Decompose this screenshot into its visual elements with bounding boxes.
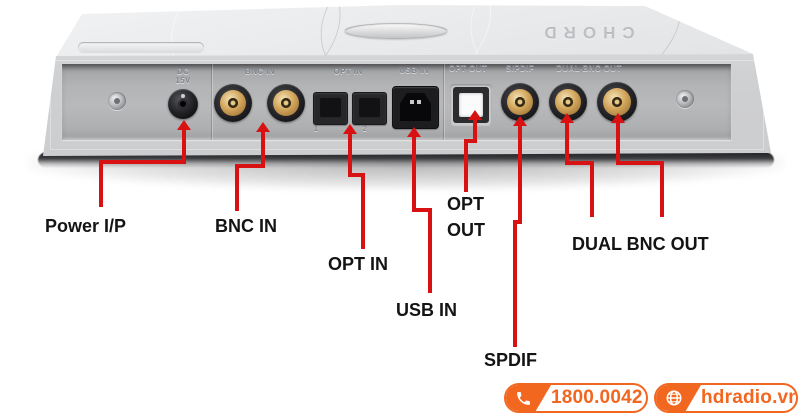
panel-divider bbox=[443, 64, 444, 140]
power-arrow-icon bbox=[177, 120, 191, 130]
left-screw bbox=[108, 92, 126, 110]
power-line bbox=[182, 128, 186, 164]
engraved-brand-logo: CHORD bbox=[537, 23, 635, 42]
optical-in-port-2 bbox=[352, 92, 387, 125]
dual-bnc-out-line bbox=[660, 161, 664, 217]
power-label: Power I/P bbox=[45, 216, 127, 236]
bnc-in-port-1 bbox=[214, 84, 252, 122]
top-pill-recess bbox=[78, 42, 204, 53]
bnc-in-port-2 bbox=[267, 84, 305, 122]
dual-bnc-out-line bbox=[565, 161, 594, 165]
hotline-badge[interactable]: 1800.0042 bbox=[504, 383, 648, 413]
spdif-label: SPDIF bbox=[484, 350, 538, 370]
globe-icon bbox=[656, 385, 701, 411]
dual-bnc-out-line bbox=[616, 121, 620, 165]
opt-out-line bbox=[464, 139, 477, 143]
top-porthole-window bbox=[345, 23, 447, 38]
usb-in-engraving: USB IN bbox=[399, 66, 429, 75]
spdif-bnc-out-port bbox=[501, 83, 539, 121]
opt-out-line bbox=[464, 139, 468, 192]
dual-bnc-out-line bbox=[590, 161, 594, 217]
spdif-line bbox=[513, 220, 517, 347]
bnc-in-engraving: BNC IN bbox=[245, 67, 275, 76]
dc-15v-engraving: DC 15V bbox=[175, 67, 191, 85]
usb-in-line bbox=[412, 135, 416, 212]
hotline-number: 1800.0042 bbox=[551, 387, 643, 408]
usb-in-line bbox=[428, 208, 432, 293]
website-url: hdradio.vn bbox=[701, 387, 798, 408]
opt-in-label: OPT IN bbox=[328, 254, 389, 274]
opt-out-engraving: OPT OUT bbox=[448, 64, 488, 73]
bnc-in-line bbox=[235, 164, 265, 168]
bnc-in-arrow-icon bbox=[256, 122, 270, 132]
spdif-line bbox=[513, 220, 522, 224]
usb-b-in-port bbox=[392, 86, 439, 129]
power-line bbox=[99, 160, 103, 207]
opt-in-1-engraving: 1 bbox=[313, 126, 319, 133]
phone-icon bbox=[506, 385, 551, 411]
opt-in-line bbox=[361, 173, 365, 249]
bnc-in-line bbox=[235, 164, 239, 211]
right-screw bbox=[676, 90, 694, 108]
usb-in-label: USB IN bbox=[396, 300, 458, 320]
opt-in-line bbox=[348, 173, 365, 177]
dual-bnc-out-line bbox=[616, 161, 664, 165]
spdif-line bbox=[518, 124, 522, 224]
dual-bnc-out-port-1 bbox=[549, 83, 587, 121]
opt-in-engraving: OPT IN bbox=[333, 67, 363, 76]
dual-bnc-out-engraving: DUAL BNC OUT bbox=[556, 64, 622, 73]
opt-in-arrow-icon bbox=[343, 124, 357, 134]
spdif-arrow-icon bbox=[513, 116, 527, 126]
bnc-in-label: BNC IN bbox=[215, 216, 277, 236]
optical-in-port-1 bbox=[313, 92, 348, 125]
usb-in-line bbox=[412, 208, 432, 212]
bnc-in-line bbox=[261, 130, 265, 168]
power-line bbox=[99, 160, 186, 164]
dual-bnc-out-label: DUAL BNC OUT bbox=[572, 234, 709, 254]
website-badge[interactable]: hdradio.vn bbox=[654, 383, 798, 413]
opt-out-label: OPT OUT bbox=[447, 194, 485, 240]
dc-power-jack bbox=[168, 89, 198, 119]
opt-out-arrow-icon bbox=[468, 110, 482, 120]
dual-bnc-out-line bbox=[565, 121, 569, 165]
dual-bnc-out-arrow-icon bbox=[611, 113, 625, 123]
opt-in-2-engraving: 2 bbox=[362, 126, 368, 133]
connector-panel: DC 15V BNC IN OPT IN USB IN OPT OUT S/PD… bbox=[62, 64, 731, 140]
opt-in-line bbox=[348, 132, 352, 177]
dual-bnc-out-arrow-icon bbox=[560, 113, 574, 123]
spdif-engraving: S/PDIF bbox=[505, 64, 535, 73]
opt-out-line bbox=[473, 118, 477, 143]
panel-divider bbox=[211, 64, 212, 140]
usb-in-arrow-icon bbox=[407, 127, 421, 137]
